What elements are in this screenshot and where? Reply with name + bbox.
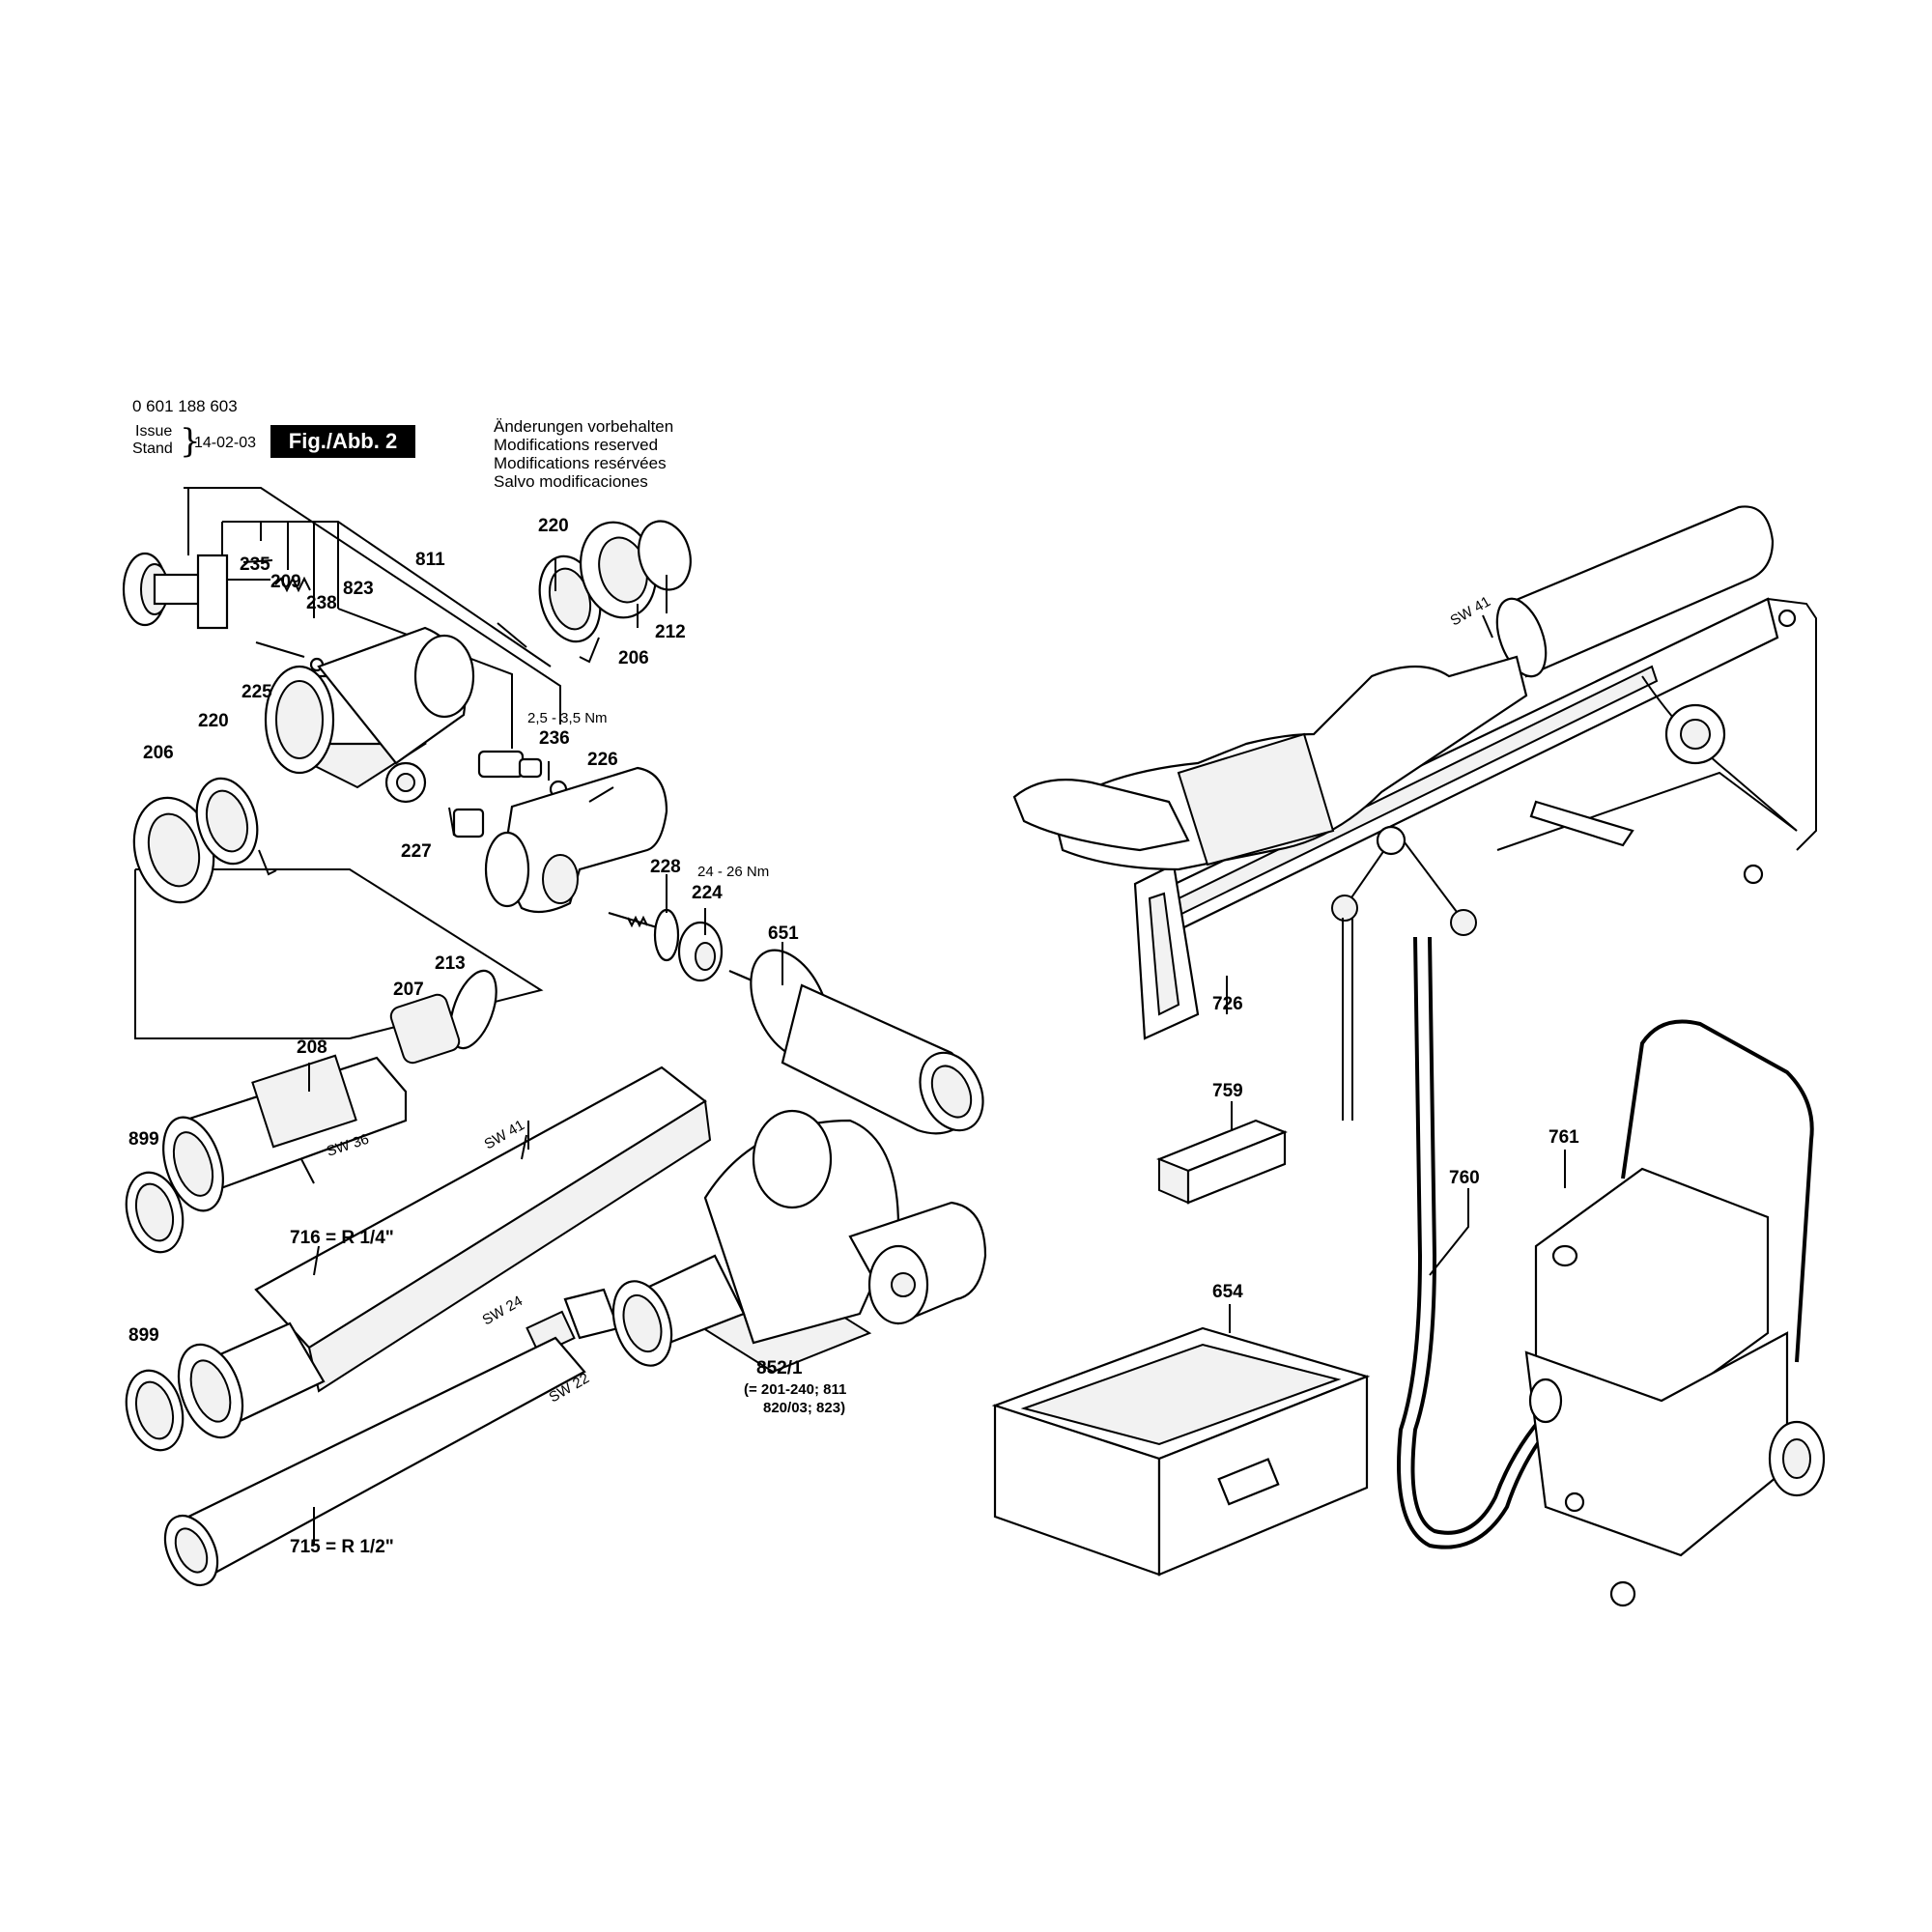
part-number: 0 601 188 603 — [132, 397, 238, 415]
label-759: 759 — [1212, 1081, 1243, 1101]
extension-715 — [163, 1336, 586, 1587]
label-225: 225 — [242, 682, 272, 702]
drill-stand — [1012, 505, 1817, 1121]
label-220-left: 220 — [198, 711, 229, 731]
issue-label: Issue — [135, 423, 173, 440]
label-220-top: 220 — [538, 516, 569, 536]
stand-label: Stand — [132, 440, 173, 457]
label-899-bottom: 899 — [128, 1325, 159, 1346]
label-238: 238 — [306, 593, 337, 613]
label-852-note-2: 820/03; 823) — [763, 1400, 845, 1416]
label-852: 852/1 — [756, 1358, 803, 1378]
label-209: 209 — [270, 572, 301, 592]
label-651: 651 — [768, 923, 799, 944]
issue-date: 14-02-03 — [194, 435, 257, 451]
label-716: 716 = R 1/4" — [290, 1228, 394, 1248]
label-207: 207 — [393, 980, 424, 1000]
seal-rings-top — [538, 520, 692, 664]
oring-213 — [389, 969, 497, 1065]
label-torque-2: 24 - 26 Nm — [697, 864, 769, 880]
label-213: 213 — [435, 953, 466, 974]
label-761: 761 — [1548, 1127, 1579, 1148]
leader-lines — [300, 558, 1566, 1546]
extension-716 — [177, 1065, 712, 1439]
seal-rings-left — [132, 777, 277, 904]
note-german: Änderungen vorbehalten — [494, 417, 674, 436]
block-759 — [1156, 1119, 1288, 1205]
gear-housing-852 — [611, 1109, 987, 1374]
note-spanish: Salvo modificaciones — [494, 472, 648, 491]
label-212: 212 — [655, 622, 686, 642]
rings-899 — [125, 1171, 185, 1452]
label-236: 236 — [539, 728, 570, 749]
label-228: 228 — [650, 857, 681, 877]
label-224: 224 — [692, 883, 723, 903]
brace-symbol: } — [180, 422, 201, 461]
label-torque-1: 2,5 - 3,5 Nm — [527, 710, 608, 726]
label-726: 726 — [1212, 994, 1243, 1014]
modification-notes: Änderungen vorbehalten Modifications res… — [494, 417, 673, 491]
housing-225 — [264, 626, 568, 804]
elbow-226 — [452, 766, 668, 914]
note-french: Modifications resérvées — [494, 454, 667, 472]
label-235: 235 — [240, 554, 270, 575]
label-208: 208 — [297, 1037, 327, 1058]
leader-lines-top — [134, 487, 561, 1039]
screw-228 — [608, 908, 724, 982]
label-715: 715 = R 1/2" — [290, 1537, 394, 1557]
label-823: 823 — [343, 579, 374, 599]
label-227: 227 — [401, 841, 432, 862]
knob-part — [122, 552, 270, 630]
label-226: 226 — [587, 750, 618, 770]
hose-760 — [1397, 936, 1567, 1549]
label-760: 760 — [1449, 1168, 1480, 1188]
figure-label: Fig./Abb. 2 — [270, 425, 415, 458]
case-654 — [991, 1326, 1371, 1577]
label-206-left: 206 — [143, 743, 174, 763]
adapter-208 — [162, 1054, 408, 1212]
label-654: 654 — [1212, 1282, 1243, 1302]
note-english: Modifications reserved — [494, 436, 659, 454]
label-899-top: 899 — [128, 1129, 159, 1150]
vacuum-761 — [1524, 1019, 1826, 1607]
label-sw24: SW 24 — [480, 1293, 526, 1328]
label-811: 811 — [415, 550, 445, 570]
label-206-top: 206 — [618, 648, 649, 668]
label-852-note-1: (= 201-240; 811 — [744, 1381, 846, 1398]
part-labels: 811 823 235 209 238 220 206 212 2,5 - 3,… — [128, 516, 1579, 1557]
handle-651 — [728, 949, 984, 1135]
